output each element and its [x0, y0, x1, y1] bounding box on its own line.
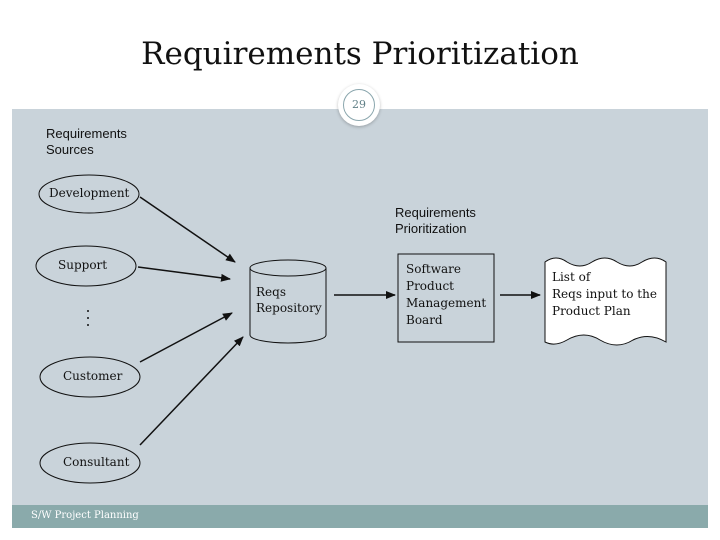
slide-number: 29 — [343, 89, 375, 121]
sources-heading: Requirements Sources — [46, 126, 127, 158]
arrow-development-to-repository — [139, 196, 236, 263]
repository-cylinder — [249, 259, 327, 344]
source-label-consultant: Consultant — [63, 455, 130, 469]
sources-heading-line2: Sources — [46, 142, 94, 157]
footer-text: S/W Project Planning — [31, 510, 139, 521]
source-label-support: Support — [58, 258, 108, 272]
source-ellipse-consultant — [39, 442, 141, 484]
repository-label-line2: Repository — [256, 301, 322, 315]
more-sources-ellipsis — [84, 310, 92, 334]
board-label-line1: Software — [406, 262, 461, 276]
output-label-line2: Reqs input to the — [552, 287, 657, 301]
board-label-line2: Product — [406, 279, 454, 293]
board-label: Software Product Management Board — [406, 261, 486, 329]
prioritization-heading-line1: Requirements — [395, 205, 476, 220]
output-document — [544, 257, 667, 346]
arrow-support-to-repository — [137, 266, 231, 282]
source-ellipse-development — [38, 174, 140, 214]
repository-label: Reqs Repository — [256, 284, 322, 316]
source-ellipse-support — [35, 245, 137, 287]
repository-label-line1: Reqs — [256, 285, 286, 299]
board-label-line4: Board — [406, 313, 443, 327]
source-label-customer: Customer — [63, 369, 123, 383]
output-label-line1: List of — [552, 270, 591, 284]
board-label-line3: Management — [406, 296, 487, 310]
slide-number-badge: 29 — [338, 84, 380, 126]
slide-title: Requirements Prioritization — [141, 36, 579, 72]
source-ellipse-customer — [39, 356, 141, 398]
board-box — [397, 253, 495, 343]
sources-heading-line1: Requirements — [46, 126, 127, 141]
prioritization-heading-line2: Prioritization — [395, 221, 467, 236]
output-label-line3: Product Plan — [552, 304, 631, 318]
output-label: List of Reqs input to the Product Plan — [552, 269, 657, 320]
arrow-customer-to-repository — [139, 312, 233, 363]
prioritization-heading: Requirements Prioritization — [395, 205, 476, 237]
footer-bar: S/W Project Planning — [12, 505, 708, 528]
source-label-development: Development — [49, 186, 130, 200]
arrow-consultant-to-repository — [139, 336, 244, 446]
